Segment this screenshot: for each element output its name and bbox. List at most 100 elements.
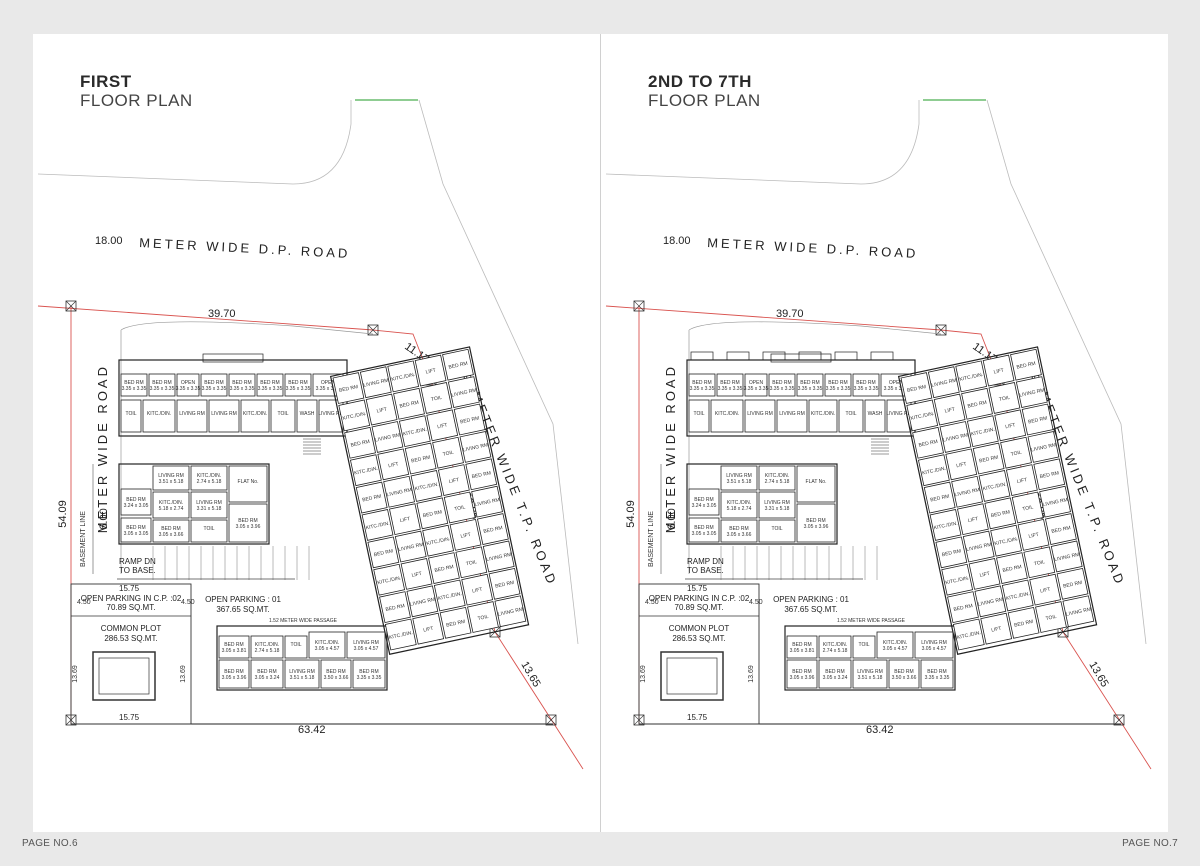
road-edge-right (986, 99, 1147, 645)
road-name-top: METER WIDE D.P. ROAD (707, 235, 919, 261)
room-label: LIVING RM (353, 640, 379, 646)
room-label: KITC./DIN. (391, 372, 416, 383)
room (912, 426, 944, 459)
room-label: LIVING RM (954, 487, 980, 498)
survey-marker-cross (545, 714, 557, 726)
room-label: LIFT (472, 587, 483, 595)
room-label: BED RM (772, 380, 791, 386)
room (176, 373, 200, 397)
room-label: LIFT (979, 571, 990, 579)
ramp-label-2: TO BASE. (687, 566, 724, 575)
room-label: LIFT (388, 461, 399, 469)
dimension-plot-side: 4.50 (645, 599, 659, 606)
room (355, 481, 388, 514)
room (1005, 464, 1038, 496)
room (1045, 513, 1077, 545)
room-label: BED RM (232, 380, 251, 386)
room-label: LIFT (411, 571, 422, 579)
room (228, 465, 268, 503)
room-label: LIVING RM (886, 411, 912, 417)
room (433, 579, 466, 612)
open-parking-area: 367.65 SQ.MT. (216, 605, 269, 614)
room-dimension: 3.05 x 3.81 (222, 648, 247, 654)
room (744, 373, 768, 397)
room-label: KITC./DIN. (197, 473, 221, 479)
room-label: BED RM (967, 400, 987, 410)
room (352, 659, 386, 689)
room (920, 659, 954, 689)
room-label: KITC./DIN. (342, 411, 367, 422)
room (250, 635, 284, 659)
room (148, 373, 176, 397)
room (389, 503, 421, 536)
terrace (770, 353, 832, 363)
room-label: KITC./DIN. (910, 411, 935, 422)
room (988, 382, 1021, 414)
room-dimension: 3.51 x 5.18 (159, 479, 184, 485)
room-label: LIVING RM (289, 669, 315, 675)
open-parking-cp-label: OPEN PARKING IN C.P. :02 (81, 594, 182, 603)
wing-d-outline (897, 346, 1098, 655)
ramp-label-1: RAMP DN (119, 557, 156, 566)
room (208, 399, 240, 433)
room-label: KITC./DIN. (883, 640, 907, 646)
room-label: WASH (300, 411, 315, 417)
passage-label: 1.52 METER WIDE PASSAGE (269, 618, 338, 624)
room-label: TOIL (858, 642, 869, 648)
room-dimension: 2.74 x 5.18 (765, 479, 790, 485)
ramp-label-1: RAMP DN (687, 557, 724, 566)
room-label: FLAT No. (238, 479, 259, 485)
room-dimension: 3.35 x 3.35 (202, 386, 227, 392)
room-label: BED RM (434, 564, 454, 574)
room-label: KITC./DIN. (765, 473, 789, 479)
room-label: BED RM (359, 669, 378, 675)
room-label: TOIL (477, 614, 489, 622)
room (914, 631, 954, 659)
room-label: BED RM (930, 494, 950, 504)
room (190, 519, 228, 543)
balcony (798, 351, 822, 361)
room-label: LIVING RM (931, 378, 957, 389)
road-name-top: METER WIDE D.P. ROAD (139, 235, 351, 261)
open-parking-label: OPEN PARKING : 01 (773, 595, 849, 604)
dimension-plot-top: 15.75 (119, 584, 140, 593)
room-dimension: 3.05 x 3.24 (823, 675, 848, 681)
road-edge-curve (37, 100, 352, 185)
common-plot-structure-inner (98, 657, 150, 695)
room (320, 659, 352, 689)
balcony (870, 351, 894, 361)
room-label: LIVING RM (409, 597, 435, 608)
room-dimension: 3.24 x 3.05 (692, 503, 717, 509)
open-parking-label: OPEN PARKING : 01 (205, 595, 281, 604)
room-label: TOIL (1022, 504, 1034, 512)
room-label: KITC./DIN. (147, 411, 171, 417)
room (442, 348, 474, 381)
room-label: BED RM (720, 380, 739, 386)
room-dimension: 2.74 x 5.18 (197, 479, 222, 485)
dimension-plot-bottom: 15.75 (687, 713, 708, 722)
room (218, 659, 250, 689)
room (420, 382, 453, 414)
room (720, 491, 758, 519)
road-name-left: METER WIDE ROAD (95, 364, 110, 533)
room-label: LIVING RM (1031, 442, 1057, 453)
room-dimension: 3.35 x 3.35 (884, 386, 909, 392)
room-label: LIFT (991, 626, 1002, 634)
room-label: KITC./DIN. (823, 642, 847, 648)
room (688, 399, 710, 433)
terrace (202, 353, 264, 363)
room-label: BED RM (694, 497, 713, 503)
room (406, 585, 439, 618)
room-label: BED RM (800, 380, 819, 386)
room-label: BED RM (399, 400, 419, 410)
room (776, 399, 808, 433)
room-label: KITC./DIN. (255, 642, 279, 648)
road-width-left: 6.00 (98, 508, 110, 529)
room-label: BED RM (1039, 470, 1059, 480)
room (1056, 567, 1089, 600)
room (1023, 546, 1056, 579)
room (414, 354, 447, 387)
room-label: BED RM (260, 380, 279, 386)
common-plot-structure (92, 651, 156, 701)
